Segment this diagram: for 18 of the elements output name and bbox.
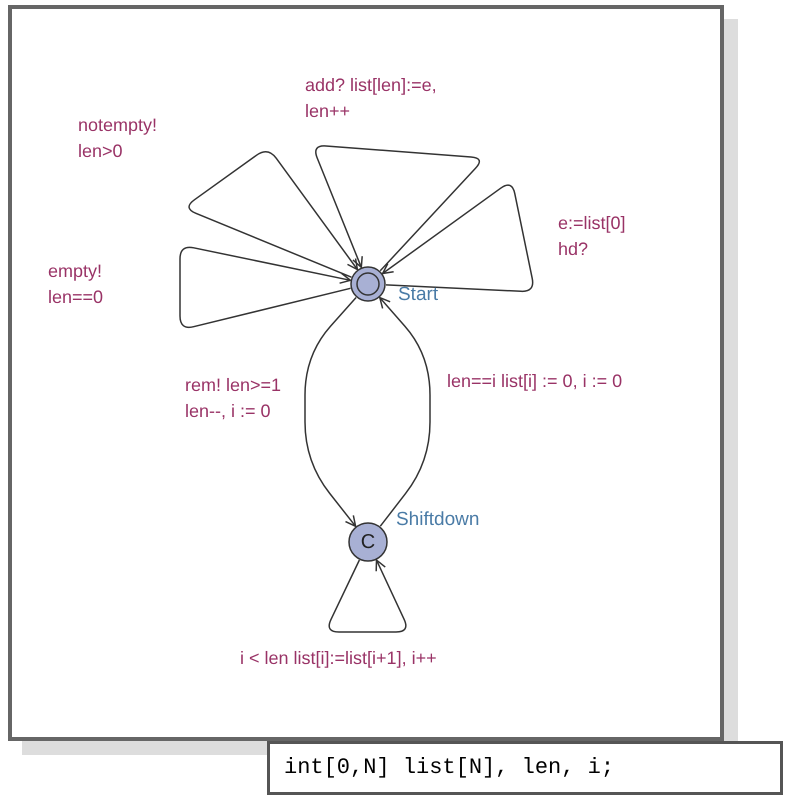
arrow [379,296,431,527]
edge-label: len==i list[i] := 0, i := 0 [447,370,624,393]
edge-label: notempty! len>0 [78,114,158,163]
state-name: Shiftdown [396,509,480,531]
state-label: C [360,532,376,552]
arrow [328,559,407,633]
edge-label: empty! len==0 [48,260,104,309]
state-name: Start [398,284,438,306]
edge-label: add? list[len]:=e, len++ [305,74,438,123]
arrow [315,145,480,272]
edge-label: e:=list[0] hd? [558,212,627,261]
edge-label: rem! len>=1 len--, i := 0 [185,374,282,423]
declaration-box: int[0,N] list[N], len, i; [267,741,783,795]
arrow [188,151,358,278]
arrow [179,246,352,328]
arrow [382,184,534,292]
arrow [304,297,357,528]
edge-label: i < len list[i]:=list[i+1], i++ [240,647,438,670]
